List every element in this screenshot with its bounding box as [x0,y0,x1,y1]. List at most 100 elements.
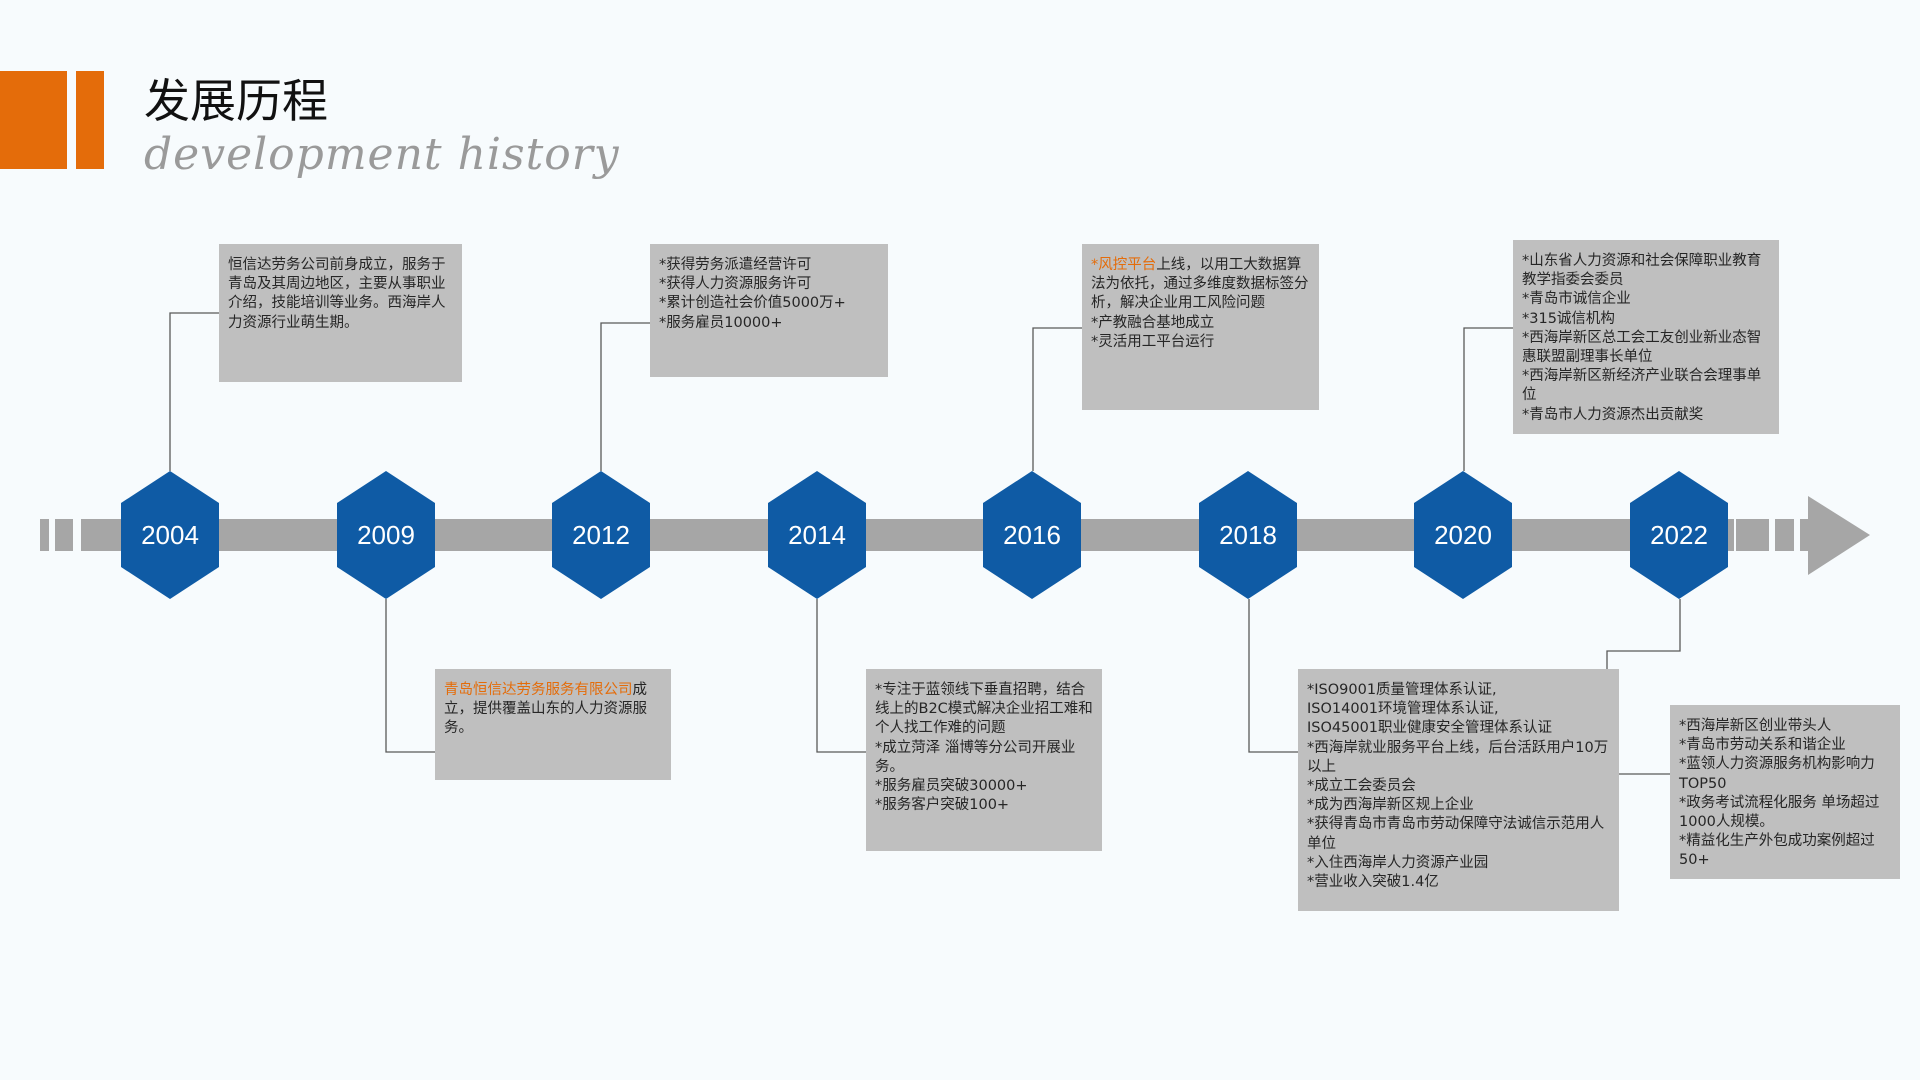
milestone-item: *服务雇员突破30000+ [875,777,1094,796]
connector-line [1248,599,1298,753]
item-text: *西海岸新区新经济产业联合会理事单位 [1522,368,1762,404]
year-label: 2009 [357,520,415,550]
item-text: *专注于蓝领线下垂直招聘，结合线上的B2C模式解决企业招工难和个人找工作难的问题 [875,682,1093,737]
year-label: 2018 [1219,520,1277,550]
highlight-text: *风控平台 [1091,257,1157,273]
arrow-head-icon [1808,496,1870,575]
year-label: 2022 [1650,520,1708,550]
milestone-item: *获得青岛市青岛市劳动保障守法诚信示范用人单位 [1307,815,1611,853]
milestone-item: *蓝领人力资源服务机构影响力TOP50 [1679,755,1892,793]
milestone-item: ISO45001职业健康安全管理体系认证 [1307,719,1611,738]
track-dash [40,519,49,551]
item-text: 恒信达劳务公司前身成立，服务于青岛及其周边地区，主要从事职业介绍，技能培训等业务… [228,257,446,331]
milestone-item: *ISO9001质量管理体系认证, [1307,681,1611,700]
item-text: *蓝领人力资源服务机构影响力TOP50 [1679,756,1875,792]
item-text: *入住西海岸人力资源产业园 [1307,854,1489,871]
milestone-item: *入住西海岸人力资源产业园 [1307,854,1611,873]
milestone-item: *山东省人力资源和社会保障职业教育教学指委会委员 [1522,252,1771,290]
item-text: *西海岸新区创业带头人 [1679,718,1832,734]
item-text: *青岛市人力资源杰出贡献奖 [1522,406,1704,423]
item-text: *政务考试流程化服务 单场超过1000人规模。 [1679,794,1880,831]
year-label: 2020 [1434,520,1492,550]
milestone-item: 恒信达劳务公司前身成立，服务于青岛及其周边地区，主要从事职业介绍，技能培训等业务… [228,256,454,333]
track-dash [1800,519,1809,551]
year-marker-2009: 2009 [337,471,435,599]
connector-line [1032,327,1082,471]
item-text: *成立菏泽 淄博等分公司开展业务。 [875,739,1076,775]
milestone-item: *成为西海岸新区规上企业 [1307,796,1611,815]
item-text: *西海岸新区总工会工友创业新业态智惠联盟副理事长单位 [1522,329,1762,366]
item-text: 上线，以用工大数据算法为依托，通过多维度数据标签分析，解决企业用工风险问题 [1091,257,1309,312]
accent-block-bar [76,71,104,169]
track-dash [81,519,116,551]
year-marker-2018: 2018 [1199,471,1297,599]
item-text: *青岛市劳动关系和谐企业 [1679,737,1846,754]
item-text: *青岛市诚信企业 [1522,291,1631,308]
hexagon-shape [1414,471,1512,599]
milestone-box-2014: *专注于蓝领线下垂直招聘，结合线上的B2C模式解决企业招工难和个人找工作难的问题… [866,669,1102,851]
year-label: 2016 [1003,520,1061,550]
item-text: ISO45001职业健康安全管理体系认证 [1307,720,1553,737]
milestone-item: *服务客户突破100+ [875,796,1094,815]
connector-line [169,312,219,471]
track-dash [1736,519,1769,551]
milestone-item: *累计创造社会价值5000万+ [659,294,880,313]
hexagon-shape [1199,471,1297,599]
milestone-box-2020: *山东省人力资源和社会保障职业教育教学指委会委员*青岛市诚信企业 *315诚信机构… [1513,240,1779,434]
item-text: *获得人力资源服务许可 [659,276,812,293]
year-label: 2004 [141,520,199,550]
milestone-item: *青岛市诚信企业 [1522,290,1771,309]
item-text: *服务雇员突破30000+ [875,778,1028,795]
year-marker-2020: 2020 [1414,471,1512,599]
item-text: *西海岸就业服务平台上线，后台活跃用户10万以上 [1307,739,1609,775]
milestone-item: *西海岸新区总工会工友创业新业态智惠联盟副理事长单位 [1522,329,1771,367]
item-text: *营业收入突破1.4亿 [1307,874,1439,891]
connector-line [600,322,650,471]
item-text: *获得青岛市青岛市劳动保障守法诚信示范用人单位 [1307,816,1605,852]
year-label: 2014 [788,520,846,550]
page-title: 发展历程 [144,74,328,128]
hexagon-shape [121,471,219,599]
item-text: *获得劳务派遣经营许可 [659,257,812,273]
milestone-box-2022: *西海岸新区创业带头人 *青岛市劳动关系和谐企业 *蓝领人力资源服务机构影响力TOP… [1670,705,1900,879]
milestone-item: *西海岸就业服务平台上线，后台活跃用户10万以上 [1307,739,1611,777]
milestone-item: *青岛市人力资源杰出贡献奖 [1522,406,1771,425]
item-text: *服务客户突破100+ [875,797,1010,814]
milestone-box-2004: 恒信达劳务公司前身成立，服务于青岛及其周边地区，主要从事职业介绍，技能培训等业务… [219,244,462,382]
item-text: *315诚信机构 [1522,310,1615,327]
milestone-item: *获得人力资源服务许可 [659,275,880,294]
hexagon-shape [552,471,650,599]
milestone-item: *315诚信机构 [1522,310,1771,329]
milestone-item: *营业收入突破1.4亿 [1307,873,1611,892]
item-text: 成立，提供覆盖山东的人力资源服务。 [444,682,647,737]
year-marker-2014: 2014 [768,471,866,599]
milestone-item: *西海岸新区新经济产业联合会理事单位 [1522,367,1771,405]
connector-line [385,599,435,753]
year-label: 2012 [572,520,630,550]
page-subtitle: development history [144,129,620,180]
milestone-item: *获得劳务派遣经营许可 [659,256,880,275]
year-marker-2012: 2012 [552,471,650,599]
milestone-item: *灵活用工平台运行 [1091,333,1311,352]
year-marker-2016: 2016 [983,471,1081,599]
year-marker-2022: 2022 [1630,471,1728,599]
track-dash [55,519,73,551]
hexagon-shape [983,471,1081,599]
milestone-item: ISO14001环境管理体系认证, [1307,700,1611,719]
accent-block-large [0,71,67,169]
milestone-item: *成立工会委员会 [1307,777,1611,796]
item-text: *灵活用工平台运行 [1091,333,1215,350]
highlight-text: 青岛恒信达劳务服务有限公司 [444,682,633,698]
milestone-item: *青岛市劳动关系和谐企业 [1679,736,1892,755]
milestone-item: 青岛恒信达劳务服务有限公司成立，提供覆盖山东的人力资源服务。 [444,681,663,739]
milestone-item: *精益化生产外包成功案例超过50+ [1679,832,1892,870]
year-marker-2004: 2004 [121,471,219,599]
item-text: ISO14001环境管理体系认证, [1307,701,1499,718]
milestone-item: *成立菏泽 淄博等分公司开展业务。 [875,739,1094,777]
track-dash [1775,519,1794,551]
milestone-box-2009: 青岛恒信达劳务服务有限公司成立，提供覆盖山东的人力资源服务。 [435,669,671,780]
milestone-item: *政务考试流程化服务 单场超过1000人规模。 [1679,794,1892,832]
connector-line [1463,327,1513,471]
item-text: *精益化生产外包成功案例超过50+ [1679,833,1875,869]
